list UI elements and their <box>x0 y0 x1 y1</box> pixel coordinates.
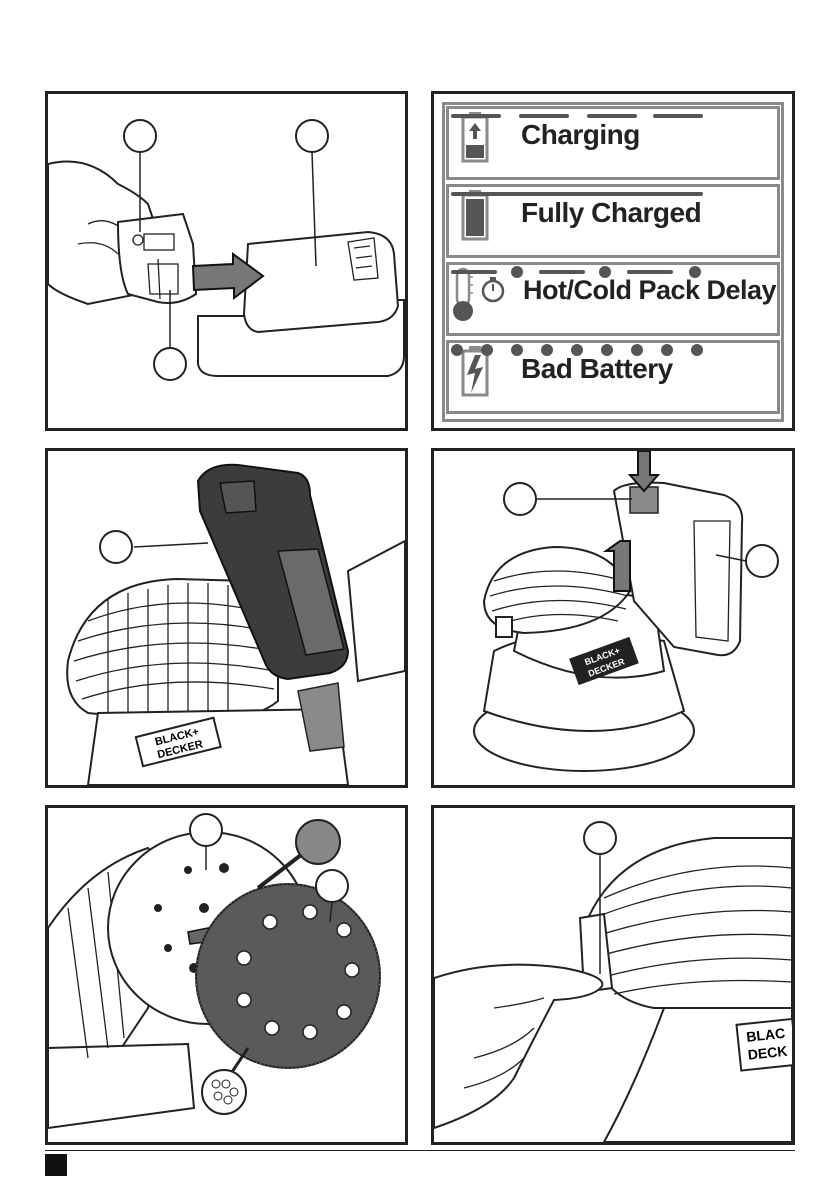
legend-row-hot-cold-delay: Hot/Cold Pack Delay <box>446 262 780 336</box>
figure-battery-into-charger <box>45 91 408 431</box>
led-indicator-legend: Charging Fully Charged Hot/Cold Pack <box>431 91 795 431</box>
black-decker-logo: BLAC DECK <box>736 1019 792 1071</box>
figure-sanding-disc <box>45 805 408 1145</box>
legend-row-charging: Charging <box>446 106 780 180</box>
led-pattern-dash-dot <box>449 265 705 279</box>
led-pattern-dots <box>449 343 705 357</box>
figure-battery-into-sander: BLACK+ DECKER <box>45 448 408 788</box>
legend-row-bad-battery: Bad Battery <box>446 340 780 414</box>
legend-label: Hot/Cold Pack Delay <box>523 275 776 306</box>
legend-label: Charging <box>521 119 640 151</box>
led-pattern-solid <box>449 187 705 201</box>
figure-power-switch: BLAC DECK <box>431 805 795 1145</box>
legend-label: Fully Charged <box>521 197 701 229</box>
page-marker <box>45 1154 67 1176</box>
figure-battery-removal: BLACK+ DECKER <box>431 448 795 788</box>
legend-label: Bad Battery <box>521 353 673 385</box>
footer-rule <box>45 1150 795 1151</box>
legend-row-fully-charged: Fully Charged <box>446 184 780 258</box>
callout-circle <box>124 120 156 152</box>
led-pattern-dashes <box>449 109 705 123</box>
